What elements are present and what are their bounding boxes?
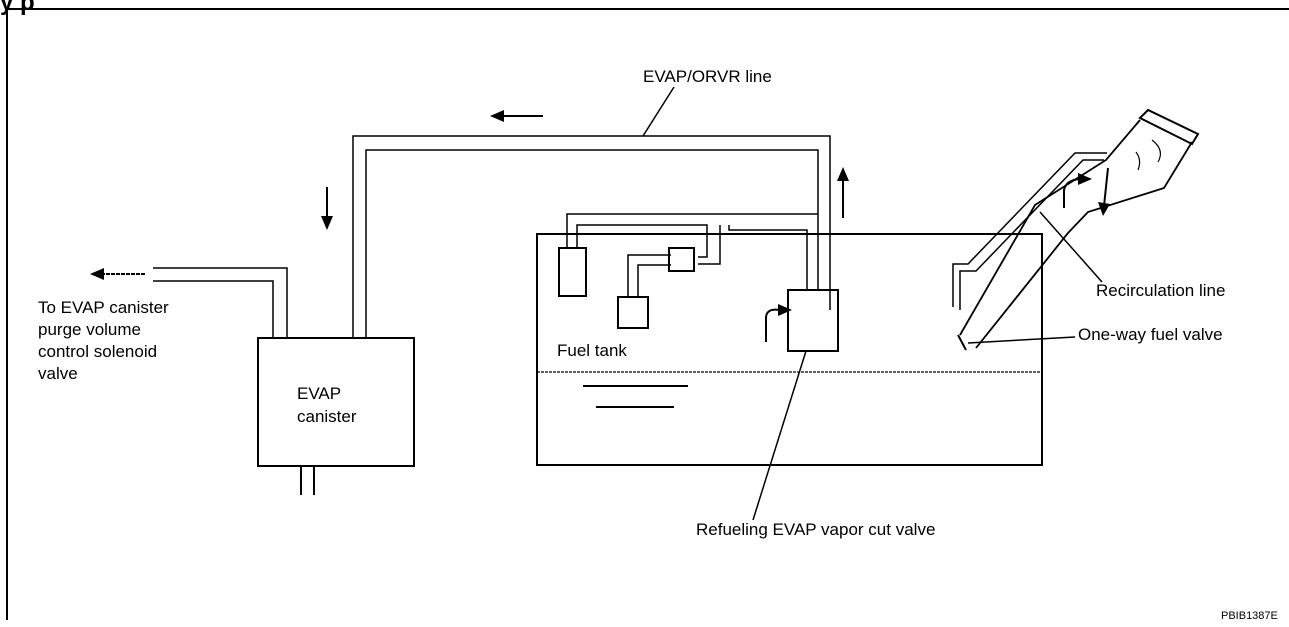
flow-arrow-curve-tank-head <box>778 304 792 316</box>
tank-pipe-1 <box>566 213 818 248</box>
filler-neck-detail-1 <box>1135 151 1141 171</box>
recirculation-line-inner <box>959 159 1104 310</box>
purge-volume-label: purge volume <box>38 320 142 339</box>
tank-pipe-3 <box>698 225 721 265</box>
control-solenoid-label: control solenoid <box>38 342 158 361</box>
flow-arrow-up-head <box>837 167 849 181</box>
purge-line-inner <box>153 280 274 338</box>
tank-valve-box-left <box>558 247 587 297</box>
flow-arrow-filler-shaft <box>1103 167 1109 207</box>
recirculation-line-label: Recirculation line <box>1096 281 1226 300</box>
evap-canister-label-1: EVAP <box>297 384 342 403</box>
flow-arrow-curve-tank <box>765 308 781 342</box>
tank-pipe-5 <box>627 254 671 297</box>
leader-evap-orvr <box>642 86 675 137</box>
evap-orvr-line-outer <box>352 135 831 338</box>
flow-arrow-curve-recirc-head <box>1078 173 1092 185</box>
filler-neck-detail-2 <box>1151 139 1162 163</box>
figure-code: PBIB1387E <box>1221 610 1278 622</box>
leader-recirculation <box>1039 211 1103 283</box>
leader-one-way-valve <box>967 336 1076 344</box>
evap-canister-label-2: canister <box>297 407 357 426</box>
tank-lower-box <box>617 296 649 329</box>
flow-arrow-curve-recirc <box>1063 178 1081 208</box>
evap-canister-box <box>257 337 415 467</box>
flow-arrow-left-head <box>90 268 104 280</box>
valve-label: valve <box>38 364 78 383</box>
refueling-vapor-cut-valve-label: Refueling EVAP vapor cut valve <box>696 520 936 539</box>
flow-arrow-top-head <box>490 110 504 122</box>
tank-small-box <box>668 247 695 272</box>
filler-cap <box>1138 108 1200 146</box>
purge-line-outer <box>153 267 288 338</box>
flow-arrow-down-head <box>321 216 333 230</box>
recirculation-line-outer <box>952 152 1107 307</box>
tank-pipe-6 <box>637 264 671 297</box>
to-evap-canister-label: To EVAP canister <box>38 298 169 317</box>
filler-neck-left <box>959 119 1141 336</box>
tank-pipe-4 <box>728 225 808 290</box>
refueling-vapor-cut-valve-box <box>787 289 839 352</box>
evap-orvr-line-inner <box>365 149 819 338</box>
tank-pipe-2 <box>576 224 708 258</box>
evap-orvr-line-label: EVAP/ORVR line <box>643 67 772 86</box>
flow-arrow-filler-head <box>1098 202 1110 216</box>
filler-neck-right <box>975 141 1193 349</box>
fuel-tank-box <box>536 233 1043 466</box>
figure-frame <box>6 8 1289 620</box>
one-way-valve-bar <box>957 334 967 351</box>
one-way-fuel-valve-label: One-way fuel valve <box>1078 325 1223 344</box>
leader-vapor-cut-valve <box>752 350 807 521</box>
fuel-tank-label: Fuel tank <box>557 341 627 360</box>
